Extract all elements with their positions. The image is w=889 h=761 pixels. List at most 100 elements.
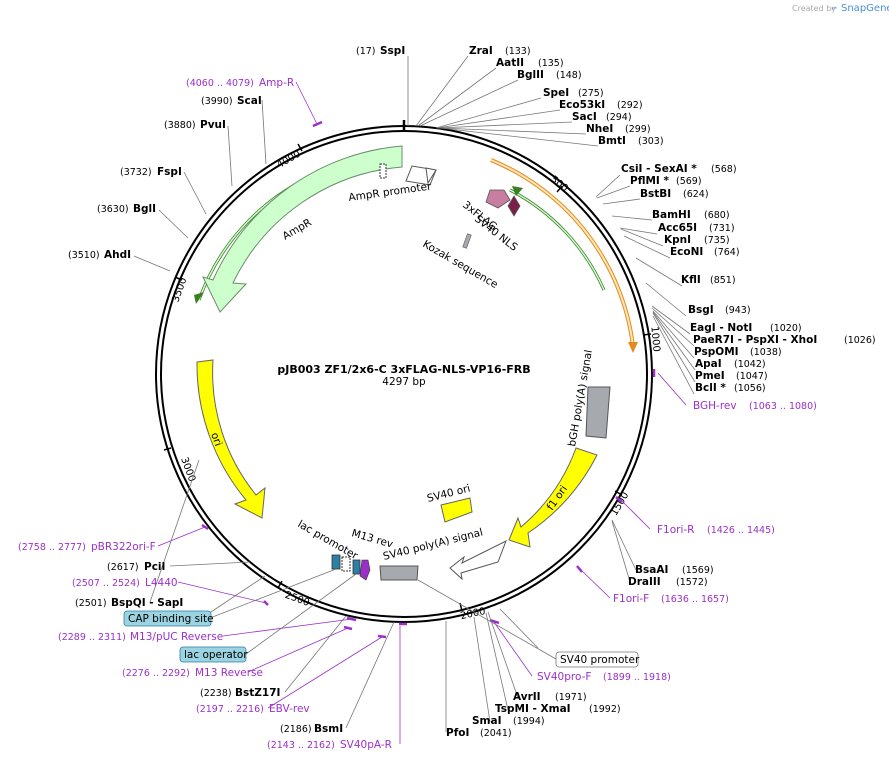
- green-line-2-arrowhead: [512, 186, 523, 196]
- kozak-feature[interactable]: [462, 233, 472, 249]
- primer-pos: (2507 .. 2524): [72, 578, 140, 589]
- primer-labels: (4060 .. 4079) Amp-R BGH-rev (1063 .. 10…: [18, 77, 817, 751]
- site-name[interactable]: PciI: [144, 561, 165, 573]
- site-name[interactable]: NheI: [586, 123, 613, 135]
- ori-arrow[interactable]: [196, 359, 266, 519]
- site-pos: (3990): [201, 96, 233, 107]
- site-name[interactable]: AvrII: [513, 691, 541, 703]
- site-name[interactable]: BsaAI: [635, 564, 668, 576]
- kozak-label: Kozak sequence: [421, 238, 500, 291]
- site-pos: (568): [711, 164, 737, 175]
- site-pos: (1047): [736, 371, 768, 382]
- snapgene-brand[interactable]: SnapGene: [841, 3, 889, 14]
- site-pos: (1994): [513, 716, 545, 727]
- site-name[interactable]: ScaI: [237, 95, 262, 107]
- site-name[interactable]: CsiI - SexAI *: [621, 163, 697, 175]
- site-name[interactable]: AatII: [496, 57, 524, 69]
- lac-promoter-feature[interactable]: [341, 556, 351, 572]
- primer-name[interactable]: L4440: [145, 577, 178, 589]
- site-name[interactable]: KflI: [681, 274, 701, 286]
- primer-pos: (2289 .. 2311): [58, 632, 126, 643]
- site-name[interactable]: PflMI *: [630, 175, 669, 187]
- site-name[interactable]: BglII: [517, 69, 544, 81]
- tick-label-500: 500: [548, 174, 570, 194]
- tick-label-2500: 2500: [283, 590, 311, 609]
- site-pos: (3732): [120, 167, 152, 178]
- site-pos: (294): [606, 112, 632, 123]
- sv40-polya-arrow[interactable]: [449, 539, 507, 581]
- site-pos: (943): [725, 305, 751, 316]
- orange-feature-line-inner: [490, 159, 634, 347]
- site-pos: (292): [617, 100, 643, 111]
- f1-ori-arrow[interactable]: [508, 447, 598, 548]
- primer-name[interactable]: F1ori-F: [613, 593, 649, 605]
- site-name[interactable]: PvuI: [200, 119, 226, 131]
- sv40-promoter-feature[interactable]: [379, 565, 419, 581]
- site-name[interactable]: SacI: [572, 111, 597, 123]
- primer-name[interactable]: M13/pUC Reverse: [130, 631, 223, 643]
- site-pos: (735): [704, 235, 730, 246]
- site-pos: (135): [538, 58, 564, 69]
- bgh-polya-feature[interactable]: [585, 386, 611, 439]
- primer-name[interactable]: SV40pro-F: [537, 671, 591, 683]
- primer-name[interactable]: EBV-rev: [269, 703, 310, 715]
- site-name[interactable]: EagI - NotI: [690, 322, 752, 334]
- lac-operator-feature[interactable]: [352, 559, 361, 575]
- site-name[interactable]: AhdI: [104, 249, 131, 261]
- ampr-gene-arrow[interactable]: [202, 145, 403, 313]
- site-pos: (1992): [589, 704, 621, 715]
- sv40-promoter-box[interactable]: [555, 651, 639, 668]
- site-name[interactable]: PaeR7I - PspXI - XhoI: [693, 334, 817, 346]
- site-name[interactable]: DraIII: [628, 576, 661, 588]
- cap-binding-box[interactable]: [123, 610, 212, 627]
- site-name[interactable]: SmaI: [472, 715, 502, 727]
- site-name[interactable]: KpnI: [664, 234, 691, 246]
- site-name[interactable]: PmeI: [695, 370, 725, 382]
- site-name[interactable]: BstBI: [640, 188, 671, 200]
- restriction-site-labels: (17) SspI ZraI (133) AatII (135) BglII (…: [68, 45, 876, 739]
- site-pos: (275): [578, 88, 604, 99]
- cap-binding-feature[interactable]: [331, 554, 341, 570]
- site-pos: (3510): [68, 250, 100, 261]
- primer-name[interactable]: M13 Reverse: [195, 667, 263, 679]
- site-name[interactable]: Eco53kI: [559, 99, 605, 111]
- site-name[interactable]: BsgI: [688, 304, 714, 316]
- 3xflag-feature[interactable]: [485, 189, 511, 209]
- primer-name[interactable]: Amp-R: [259, 77, 294, 89]
- sv40-nls-feature[interactable]: [507, 195, 521, 217]
- site-name[interactable]: ZraI: [469, 45, 493, 57]
- site-name[interactable]: BclI *: [695, 382, 726, 394]
- site-name[interactable]: ApaI: [695, 358, 722, 370]
- site-pos: (1042): [734, 359, 766, 370]
- plasmid-name: pJB003 ZF1/2x6-C 3xFLAG-NLS-VP16-FRB: [277, 363, 530, 376]
- primer-name[interactable]: BGH-rev: [693, 400, 737, 412]
- site-name[interactable]: EcoNI: [670, 246, 703, 258]
- site-name[interactable]: PfoI: [446, 727, 469, 739]
- site-name[interactable]: PspOMI: [694, 346, 739, 358]
- primer-name[interactable]: SV40pA-R: [340, 739, 392, 751]
- site-name[interactable]: BmtI: [598, 135, 626, 147]
- site-name[interactable]: Acc65I: [658, 222, 697, 234]
- site-name[interactable]: SpeI: [543, 87, 569, 99]
- site-pos: (764): [714, 247, 740, 258]
- primer-name[interactable]: pBR322ori-F: [91, 541, 156, 553]
- site-leaders: [133, 55, 696, 732]
- site-name[interactable]: TspMI - XmaI: [495, 703, 571, 715]
- lac-operator-box[interactable]: [179, 646, 247, 663]
- site-name[interactable]: BamHI: [652, 209, 691, 221]
- site-name[interactable]: BsmI: [314, 723, 343, 735]
- primer-name[interactable]: F1ori-R: [657, 524, 694, 536]
- site-name[interactable]: BspQI - SapI: [111, 597, 183, 609]
- site-name[interactable]: SspI: [380, 45, 405, 57]
- primer-pos: (1899 .. 1918): [603, 672, 671, 683]
- m13-rev-feature[interactable]: [359, 559, 371, 581]
- primer-pos: (2758 .. 2777): [18, 542, 86, 553]
- site-name[interactable]: FspI: [157, 166, 182, 178]
- site-pos: (303): [638, 136, 664, 147]
- site-name[interactable]: BstZ17I: [235, 687, 280, 699]
- sv40-ori-feature[interactable]: [440, 497, 473, 523]
- site-pos: (2041): [480, 728, 512, 739]
- ampr-gene-marker: [379, 163, 387, 179]
- site-name[interactable]: BglI: [133, 203, 156, 215]
- primer-pos: (1063 .. 1080): [749, 401, 817, 412]
